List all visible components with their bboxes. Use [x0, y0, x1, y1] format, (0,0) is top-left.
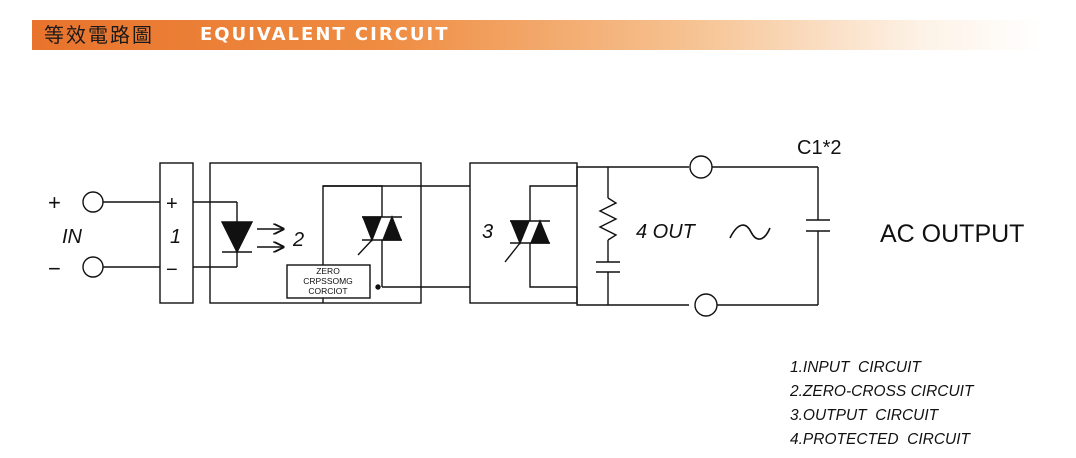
photo-triac-gate — [357, 239, 373, 256]
zero-cross-detector-box — [286, 264, 371, 299]
input-minus-terminal-icon — [82, 256, 104, 278]
zero-cross-label-line2: CRPSSOMG — [303, 276, 353, 286]
output-top-rail — [576, 166, 689, 186]
block3-number: 3 — [482, 221, 493, 243]
zero-cross-label-line3: CORCIOT — [308, 286, 347, 296]
ac-wave-icon — [729, 224, 771, 240]
block1-plus-sign: + — [166, 193, 178, 215]
photodiode-icon — [220, 221, 254, 254]
legend-item-zero-cross: 2.ZERO-CROSS CIRCUIT — [790, 383, 974, 400]
block2-number: 2 — [292, 229, 304, 251]
triac-gate — [504, 242, 521, 263]
input-circuit-block — [159, 162, 194, 304]
legend-item-output: 3.OUTPUT CIRCUIT — [790, 407, 939, 424]
output-top-terminal-icon — [689, 155, 713, 179]
output-bottom-rail — [576, 287, 689, 306]
resistor-icon — [598, 197, 618, 241]
zero-cross-block — [209, 162, 422, 304]
output-bottom-terminal-icon — [694, 293, 718, 317]
triac-icon — [529, 219, 551, 244]
block1-number: 1 — [170, 226, 181, 248]
zero-cross-label-line1: ZERO — [316, 266, 340, 276]
header-title-en: EQUIVALENT CIRCUIT — [200, 24, 450, 45]
capacitor-label: C1*2 — [797, 137, 841, 159]
photo-triac-icon — [361, 216, 383, 242]
header-banner — [32, 20, 1042, 50]
output-circuit-block — [469, 162, 578, 304]
legend-item-input: 1.INPUT CIRCUIT — [790, 359, 921, 376]
legend-item-protected: 4.PROTECTED CIRCUIT — [790, 431, 970, 448]
input-plus-terminal-icon — [82, 191, 104, 213]
header-title-cn: 等效電路圖 — [44, 23, 154, 47]
input-minus-sign: − — [48, 256, 61, 281]
ac-output-label: AC OUTPUT — [880, 220, 1024, 248]
block1-minus-sign: − — [166, 259, 178, 281]
output-triac-wire — [529, 243, 577, 288]
input-label: IN — [62, 226, 83, 248]
out-label: 4 OUT — [636, 221, 697, 243]
junction-dot — [375, 284, 381, 290]
output-triac-wire — [529, 185, 577, 221]
legend: 1.INPUT CIRCUIT 2.ZERO-CROSS CIRCUIT 3.O… — [790, 356, 973, 452]
photo-triac-icon — [381, 215, 403, 241]
input-plus-sign: + — [48, 190, 61, 215]
triac-icon — [509, 220, 531, 245]
